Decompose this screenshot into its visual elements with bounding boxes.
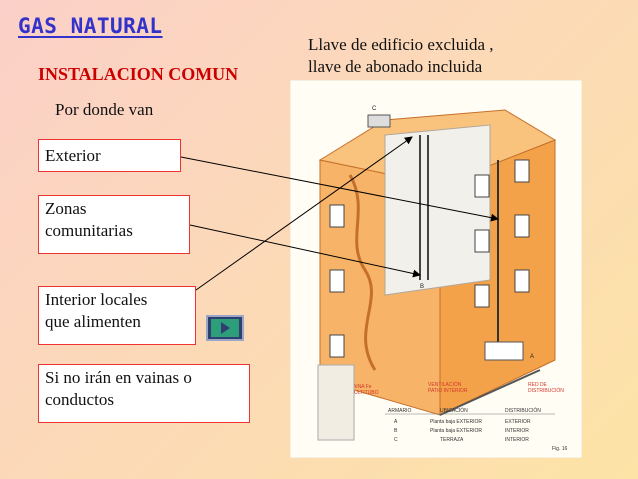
label-interior-line-1: Interior locales xyxy=(45,290,148,309)
marker-b: B xyxy=(420,284,424,290)
callout-vent-2: PATIO INTERIOR xyxy=(428,388,468,394)
slide-title: GAS NATURAL xyxy=(18,14,163,38)
table-header-0: ARMARIO xyxy=(388,408,411,414)
callout-vaina-1: VAINA Fe xyxy=(350,384,372,390)
table-header-2: DISTRIBUCIÓN xyxy=(505,407,541,414)
arrow-zonas xyxy=(189,224,421,278)
note-line-2: llave de abonado incluida xyxy=(308,57,483,76)
label-exterior-line-1: Exterior xyxy=(45,146,101,165)
next-slide-button[interactable] xyxy=(206,315,244,341)
table-r0-c2: EXTERIOR xyxy=(505,419,531,425)
table-r0-c1: Planta baja EXTERIOR xyxy=(430,419,482,425)
arrow-interior xyxy=(195,136,413,291)
label-vainas-line-1: Si no irán en vainas o xyxy=(45,368,192,387)
table-r0-c0: A xyxy=(394,419,398,425)
label-zonas-comunitarias: Zonas comunitarias xyxy=(38,195,190,254)
figure-number: Fig. 16 xyxy=(552,446,568,452)
label-zonas-line-1: Zonas xyxy=(45,199,87,218)
caption-por-donde-van: Por donde van xyxy=(55,100,154,119)
marker-a: A xyxy=(530,354,534,360)
table-r1-c2: INTERIOR xyxy=(505,428,529,434)
table-r2-c0: C xyxy=(394,437,398,443)
callout-vent-1: VENTILACIÓN xyxy=(428,381,462,388)
note-llaves: Llave de edificio excluida , llave de ab… xyxy=(308,34,494,78)
callout-red-1: RED DE xyxy=(528,382,548,388)
marker-c: C xyxy=(372,106,377,112)
table-r2-c1: TERRAZA xyxy=(440,437,464,443)
label-zonas-line-2: comunitarias xyxy=(45,221,133,240)
label-vainas-line-2: conductos xyxy=(45,390,114,409)
table-header-1: UBICACIÓN xyxy=(440,407,468,414)
note-line-1: Llave de edificio excluida , xyxy=(308,35,494,54)
label-exterior: Exterior xyxy=(38,139,181,172)
play-triangle-icon xyxy=(221,322,230,334)
callout-red-2: DISTRIBUCIÓN xyxy=(528,387,564,394)
table-r2-c2: INTERIOR xyxy=(505,437,529,443)
slide-subtitle: INSTALACION COMUN xyxy=(38,64,239,84)
table-r1-c1: Planta baja EXTERIOR xyxy=(430,428,482,434)
callout-vaina-2: MULTITUBO xyxy=(350,390,379,396)
label-vainas-conductos: Si no irán en vainas o conductos xyxy=(38,364,250,423)
label-interior-locales: Interior locales que alimenten xyxy=(38,286,196,345)
building-illustration: VAINA Fe MULTITUBO VENTILACIÓN PATIO INT… xyxy=(290,80,582,458)
table-r1-c0: B xyxy=(394,428,398,434)
label-interior-line-2: que alimenten xyxy=(45,312,141,331)
